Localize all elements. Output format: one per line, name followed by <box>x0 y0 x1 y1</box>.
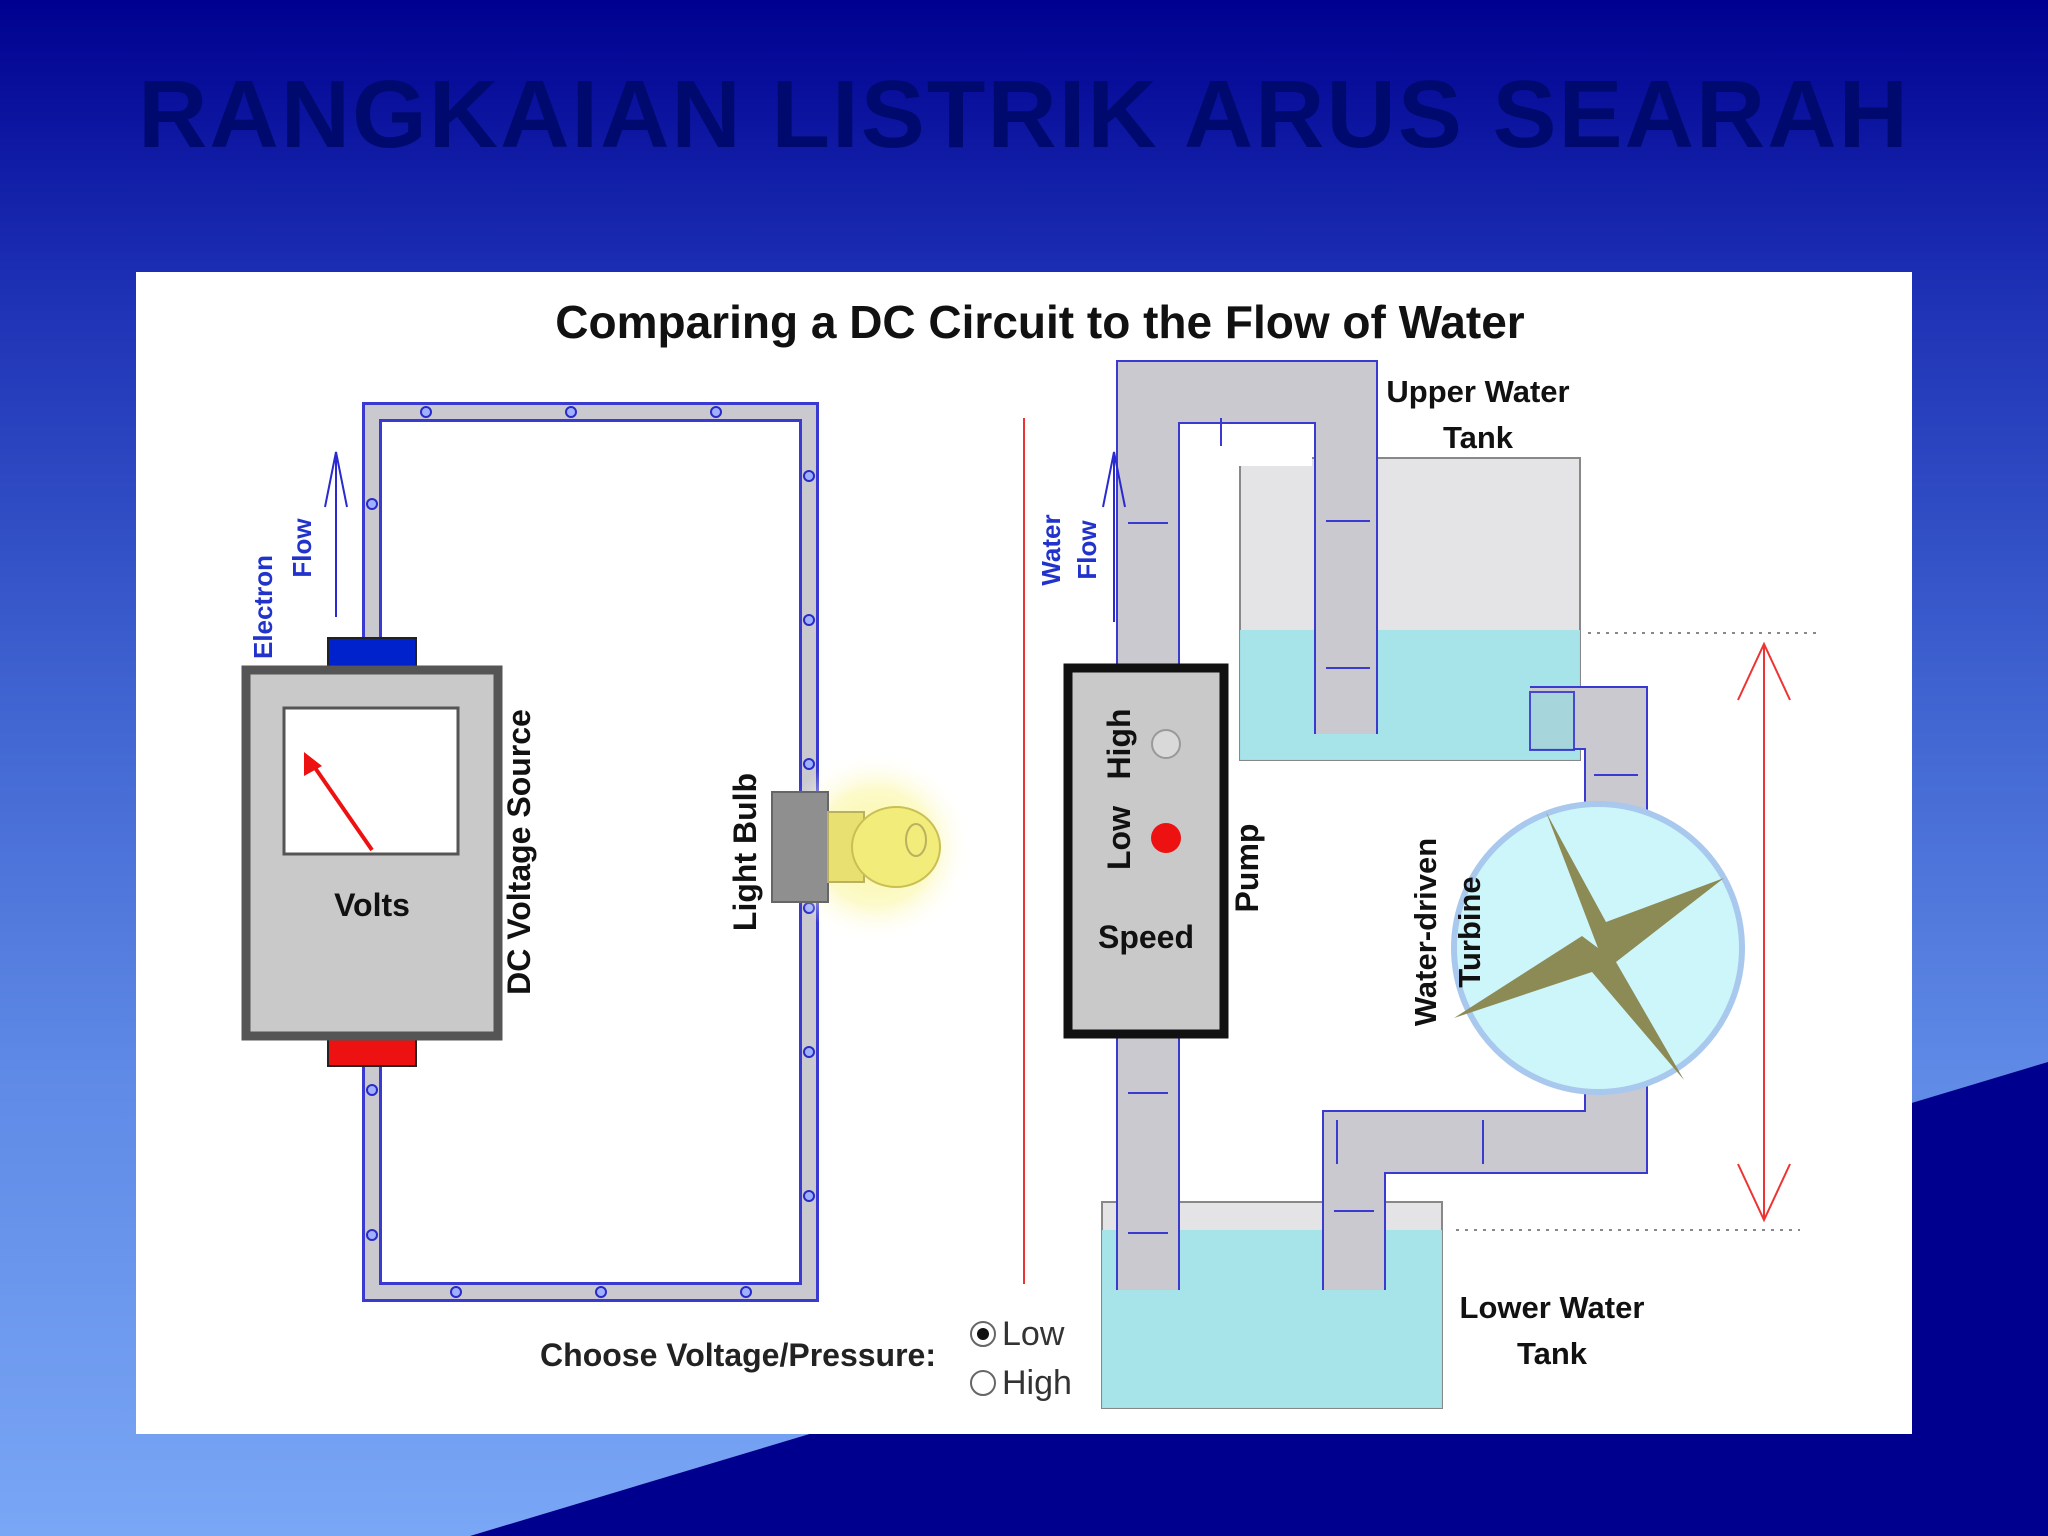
pump-label: Pump <box>1229 824 1265 913</box>
electron <box>803 758 815 770</box>
electron <box>565 406 577 418</box>
electron <box>366 498 378 510</box>
water-flow-label-2: Flow <box>1072 520 1102 580</box>
diagram-title: Comparing a DC Circuit to the Flow of Wa… <box>555 296 1525 348</box>
turbine-label-2: Turbine <box>1452 876 1487 987</box>
electron <box>803 1046 815 1058</box>
electron-flow-arrow <box>324 451 348 617</box>
light-bulb-icon <box>771 791 941 903</box>
radio-button-low[interactable] <box>970 1321 996 1347</box>
choose-voltage-pressure-label: Choose Voltage/Pressure: <box>540 1337 936 1373</box>
radio-label-high: High <box>1002 1363 1072 1402</box>
upper-water-tank <box>1239 457 1581 761</box>
pipe-outlet <box>1529 691 1575 751</box>
dc-circuit-water-diagram: Comparing a DC Circuit to the Flow of Wa… <box>241 296 1816 1409</box>
diagram-panel: Comparing a DC Circuit to the Flow of Wa… <box>136 272 1912 1434</box>
lower-tank-label-1: Lower Water <box>1460 1290 1645 1325</box>
pump-high-label: High <box>1101 708 1137 779</box>
electron-flow-label: Electron <box>248 555 278 659</box>
negative-terminal <box>327 1037 417 1067</box>
electron <box>450 1286 462 1298</box>
voltmeter-display <box>282 706 460 856</box>
electron <box>595 1286 607 1298</box>
pipe-inner-gap <box>1180 446 1312 466</box>
electron <box>803 614 815 626</box>
electron <box>420 406 432 418</box>
pump-speed-low-indicator[interactable] <box>1151 823 1181 853</box>
upper-tank-label-1: Upper Water <box>1386 374 1569 409</box>
water-flow-arrow <box>1102 451 1126 622</box>
electron-flow-label-2: Flow <box>287 518 317 578</box>
lower-tank-label-2: Tank <box>1517 1336 1588 1371</box>
volts-label: Volts <box>334 887 410 923</box>
upper-tank-label-2: Tank <box>1443 420 1514 455</box>
water-flow-label: Water <box>1036 514 1066 585</box>
voltmeter-needle <box>304 752 374 852</box>
dc-voltage-source-label: DC Voltage Source <box>501 709 537 995</box>
positive-terminal <box>327 637 417 667</box>
electron <box>803 470 815 482</box>
pump-low-label: Low <box>1101 806 1137 870</box>
radio-option-low[interactable]: Low <box>970 1314 1064 1354</box>
radio-button-high[interactable] <box>970 1370 996 1396</box>
turbine-label-1: Water-driven <box>1408 838 1443 1026</box>
radio-option-high[interactable]: High <box>970 1363 1072 1403</box>
slide-title: RANGKAIAN LISTRIK ARUS SEARAH <box>138 61 1910 168</box>
light-bulb-label: Light Bulb <box>727 773 763 931</box>
electron <box>366 1084 378 1096</box>
pump-body <box>1063 663 1229 1039</box>
electron <box>740 1286 752 1298</box>
radio-label-low: Low <box>1002 1314 1065 1353</box>
pump-speed-label: Speed <box>1098 919 1194 955</box>
electron <box>710 406 722 418</box>
level-difference-arrow <box>1456 632 1816 1231</box>
electron <box>803 1190 815 1202</box>
water-turbine <box>1451 801 1745 1095</box>
pump-speed-high-indicator[interactable] <box>1151 729 1181 759</box>
return-pipe <box>1322 686 1648 1290</box>
electron <box>366 1229 378 1241</box>
